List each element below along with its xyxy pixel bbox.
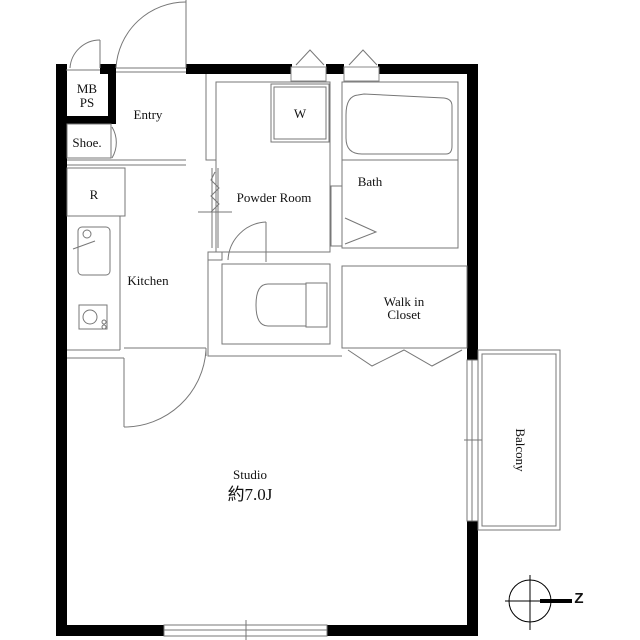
compass-north-label: Z xyxy=(574,590,584,607)
washer-label: W xyxy=(293,106,307,121)
mbps-door xyxy=(66,39,101,71)
exterior-walls xyxy=(56,64,478,636)
walk-in-closet-label-line1: Walk in xyxy=(383,294,425,309)
studio-size-label: 約7.0J xyxy=(227,485,273,504)
powder-room-label: Powder Room xyxy=(236,190,312,205)
shoe-cabinet xyxy=(66,123,186,166)
walk-in-closet-label-line2: Closet xyxy=(387,307,421,322)
refrigerator-label: R xyxy=(89,187,99,202)
mbps-label-line1: MB xyxy=(76,81,98,96)
interior-walls xyxy=(66,49,468,428)
bath-label: Bath xyxy=(357,174,383,189)
balcony-label: Balcony xyxy=(513,428,528,472)
studio-label: Studio xyxy=(233,467,267,482)
entry-label: Entry xyxy=(133,107,163,122)
mbps-label-line2: PS xyxy=(79,95,95,110)
kitchen-label: Kitchen xyxy=(127,273,169,288)
compass-icon xyxy=(505,575,572,630)
bottom-window xyxy=(163,620,328,640)
entry-door xyxy=(115,0,187,73)
shoe-label: Shoe. xyxy=(72,135,102,150)
balcony xyxy=(464,349,561,531)
